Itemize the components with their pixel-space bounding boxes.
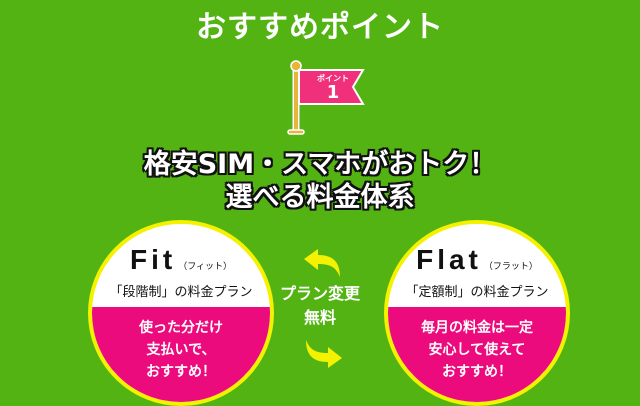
arrow-right-icon: [306, 340, 342, 368]
point-flag-icon: [287, 60, 365, 135]
plan-description: 使った分だけ 支払いで、 おすすめ！: [139, 320, 223, 380]
plan-name: Flat（フラット）: [416, 244, 538, 275]
headline-line2: 選べる料金体系: [225, 182, 415, 213]
plan-card-flat: Flat（フラット） 「定額制」の料金プラン 毎月の料金は一定 安心して使えて …: [384, 220, 570, 406]
badge-number: 1: [326, 82, 340, 103]
section-title: おすすめポイント: [196, 10, 444, 45]
headline-line1: 格安SIM・スマホがおトク！: [143, 149, 497, 180]
plan-description: 毎月の料金は一定 安心して使えて おすすめ！: [421, 320, 533, 380]
plan-type: 「段階制」の料金プラン: [109, 285, 253, 300]
plan-change-free-label: プラン変更 無料: [279, 284, 360, 327]
plan-name: Fit（フィット）: [129, 244, 233, 275]
arrow-left-icon: [304, 249, 340, 277]
badge-label: ポイント: [317, 74, 349, 83]
plan-type: 「定額制」の料金プラン: [405, 285, 549, 300]
plan-card-fit: Fit（フィット） 「段階制」の料金プラン 使った分だけ 支払いで、 おすすめ！: [88, 220, 274, 406]
